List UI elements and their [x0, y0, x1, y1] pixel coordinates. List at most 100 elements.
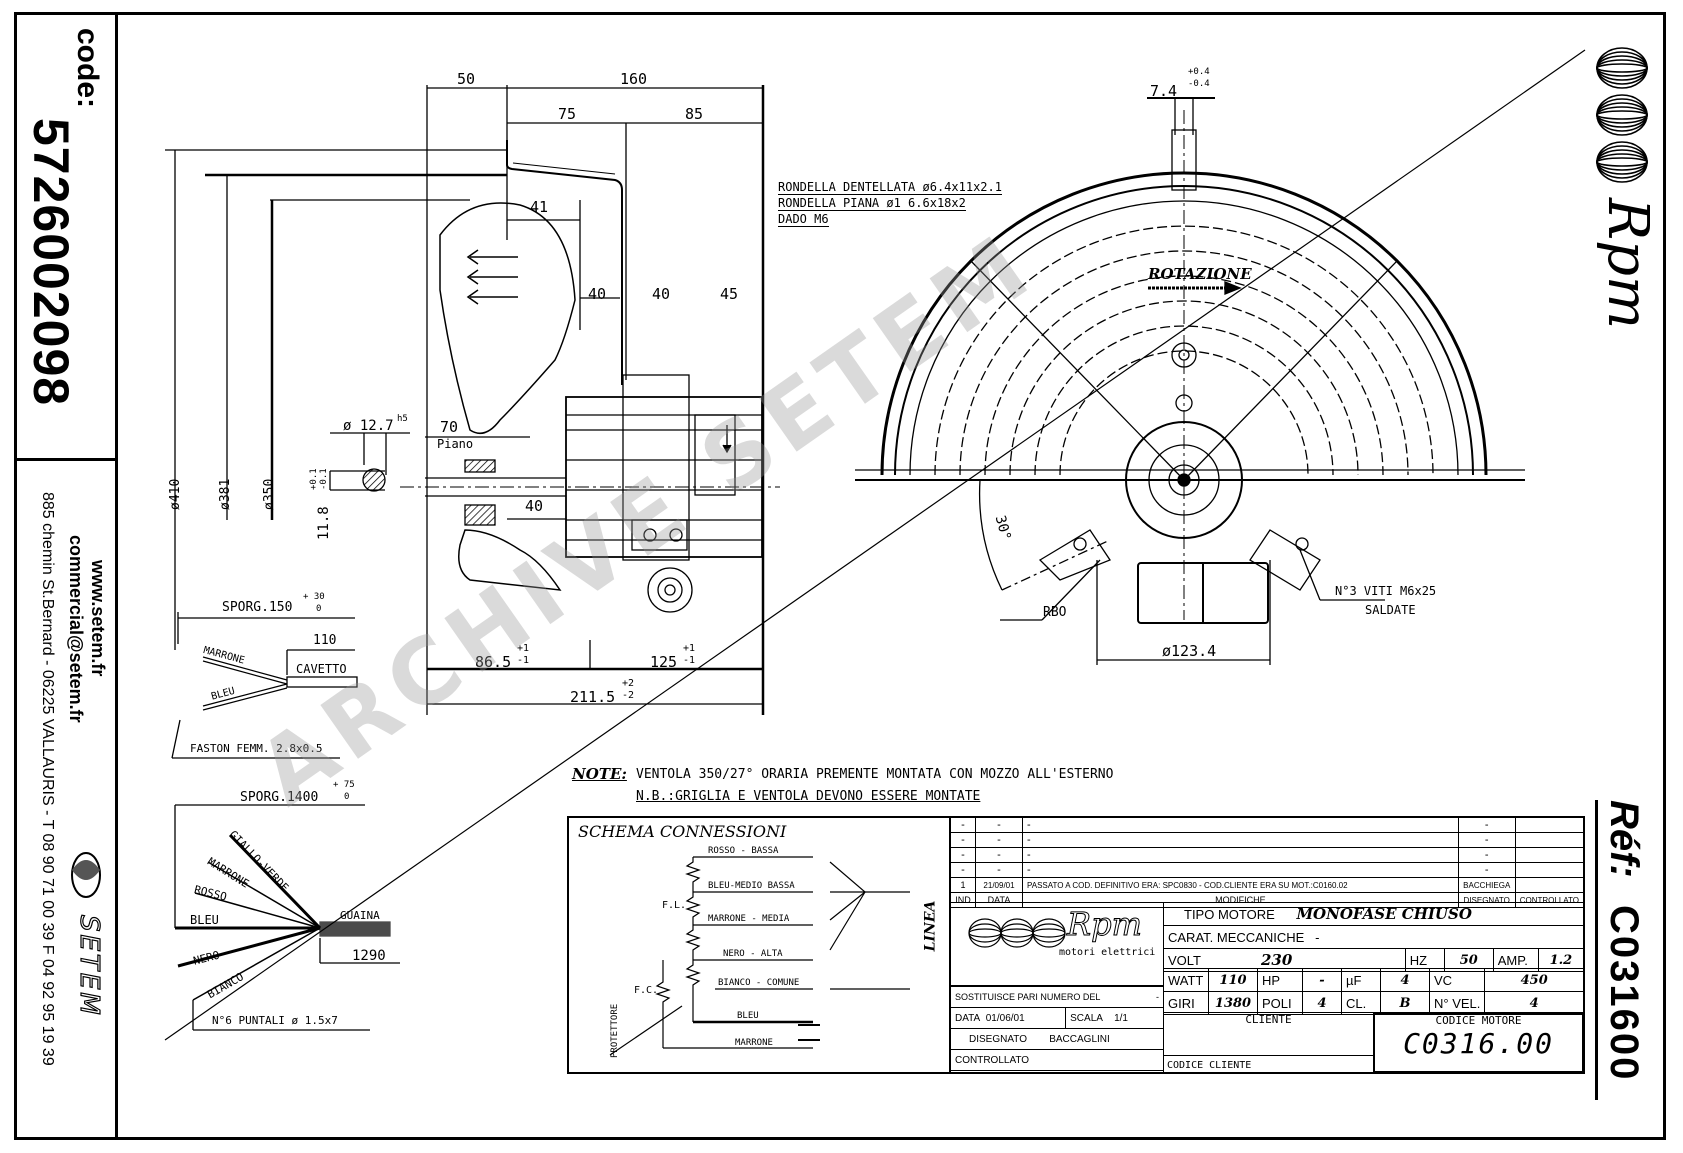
- sostituisce-value: -: [1156, 992, 1159, 1002]
- revision-row: ----: [950, 847, 1585, 863]
- dim-75: 75: [558, 105, 577, 123]
- screws-note: N°3 VITI M6x25: [1335, 584, 1437, 598]
- hardware-note-1: RONDELLA DENTELLATA ø6.4x11x2.1: [778, 180, 1002, 195]
- setem-logo-icon: [71, 852, 101, 898]
- rotation-label: ROTAZIONE: [1148, 265, 1252, 283]
- dim-86-tol-plus: +1: [517, 643, 530, 654]
- giri-value: 1380: [1208, 991, 1258, 1015]
- dim-211-5: 211.5: [570, 688, 616, 706]
- watt-value: 110: [1208, 968, 1258, 992]
- rpm-logo-icon: [1596, 47, 1648, 183]
- note-label: NOTE:: [572, 765, 627, 783]
- uf-value: 4: [1380, 968, 1430, 992]
- watermark-line: [164, 49, 1586, 1041]
- designer-name: BACCAGLINI: [1049, 1033, 1110, 1045]
- revision-row: ----: [950, 862, 1585, 878]
- tipo-motore-value: MONOFASE CHIUSO: [1296, 905, 1472, 923]
- nb-text: N.B.:GRIGLIA E VENTOLA DEVONO ESSERE MON…: [636, 789, 981, 804]
- sporg-150: SPORG.150: [222, 600, 293, 615]
- dim-211-tol-plus: +2: [622, 678, 635, 689]
- shaft-diameter: ø 12.7: [343, 418, 394, 434]
- dim-40-b: 40: [652, 285, 671, 303]
- ref-underline: [1595, 800, 1598, 1100]
- dim-41: 41: [530, 198, 549, 216]
- carat-value: -: [1315, 929, 1320, 945]
- hp-value: -: [1302, 968, 1342, 992]
- sporg-1400-tol-zero: 0: [344, 792, 350, 802]
- rpm-small-logo-icon: [968, 918, 1066, 948]
- scale-value: 1/1: [1114, 1012, 1128, 1024]
- drawing-info-table: SOSTITUISCE PARI NUMERO DEL- DATA 01/06/…: [949, 986, 1164, 1071]
- schema-fl: F.L.: [662, 900, 687, 911]
- vc-value: 450: [1484, 968, 1584, 992]
- nvel-value: 4: [1484, 991, 1584, 1015]
- schema-title: SCHEMA CONNESSIONI: [578, 822, 787, 841]
- dim-50: 50: [457, 70, 476, 88]
- cliente-cell: CLIENTE CODICE CLIENTE: [1163, 1012, 1374, 1073]
- codice-cliente-label: CODICE CLIENTE: [1167, 1060, 1252, 1071]
- sporg-150-tol-zero: 0: [316, 604, 322, 614]
- side-view: [165, 85, 780, 715]
- schema-line-bleu-medio: BLEU-MEDIO BASSA: [708, 881, 795, 891]
- cable-long-drawing: [174, 804, 400, 1031]
- sporg-1400-tol-plus: + 75: [333, 780, 355, 790]
- dim-40-a: 40: [588, 285, 607, 303]
- hardware-note-3: DADO M6: [778, 212, 829, 227]
- dim-125-tol-minus: -1: [683, 655, 696, 666]
- shaft-fit: h5: [397, 414, 408, 424]
- dim-40-c: 40: [525, 497, 544, 515]
- schema-fc: F.C.: [634, 985, 659, 996]
- tipo-motore-row: TIPO MOTORE MONOFASE CHIUSO: [1163, 902, 1584, 926]
- motor-spec-table: TIPO MOTORE MONOFASE CHIUSO CARAT. MECCA…: [1163, 902, 1585, 972]
- schema-wiring: [609, 856, 910, 1056]
- cable-length-1290: 1290: [352, 948, 386, 964]
- revision-row: ----: [950, 817, 1585, 833]
- left-info-panel: [14, 12, 118, 1140]
- flat-tol-minus: -0.1: [319, 468, 329, 490]
- schema-line-bianco: BIANCO - COMUNE: [718, 978, 800, 988]
- schema-marrone: MARRONE: [735, 1038, 773, 1048]
- flat-tol-plus: +0.1: [309, 468, 319, 490]
- wire-bleu-long: BLEU: [190, 913, 219, 927]
- dim-7-4-tol-plus: +0.4: [1188, 67, 1210, 77]
- dim-86-5: 86.5: [475, 653, 512, 671]
- dim-211-tol-minus: -2: [622, 690, 635, 701]
- screws-sub: SALDATE: [1365, 603, 1416, 617]
- code-box: [14, 12, 118, 461]
- hardware-note-2: RONDELLA PIANA ø1 6.6x18x2: [778, 196, 966, 211]
- guaina-label: GUAINA: [340, 909, 380, 922]
- schema-protettore: PROTETTORE: [610, 1003, 620, 1058]
- schema-linea: LINEA: [922, 900, 939, 952]
- puntali-label: N°6 PUNTALI ø 1.5x7: [212, 1014, 338, 1027]
- sporg-150-tol-plus: + 30: [303, 592, 325, 602]
- dim-85: 85: [685, 105, 704, 123]
- front-view: [855, 97, 1525, 665]
- cl-value: B: [1380, 991, 1430, 1015]
- drawing-date: 01/06/01: [985, 1012, 1025, 1024]
- piano-label: Piano: [437, 437, 474, 451]
- schema-bleu: BLEU: [737, 1011, 759, 1021]
- sporg-1400: SPORG.1400: [240, 790, 319, 805]
- codice-motore-cell: CODICE MOTORE C0316.00: [1373, 1012, 1584, 1073]
- amp-value: 1.2: [1537, 948, 1585, 972]
- dim-7-4: 7.4: [1150, 82, 1178, 100]
- dim-7-4-tol-minus: -0.4: [1188, 79, 1210, 89]
- dim-45: 45: [720, 285, 739, 303]
- cavetto-label: CAVETTO: [296, 662, 347, 676]
- dia-410: ø410: [168, 478, 183, 510]
- drawing-frame: [14, 12, 1666, 1140]
- note-text: VENTOLA 350/27° ORARIA PREMENTE MONTATA …: [636, 767, 1114, 782]
- schema-line-nero: NERO - ALTA: [723, 949, 783, 959]
- schema-line-marrone: MARRONE - MEDIA: [708, 914, 790, 924]
- revision-row: ----: [950, 832, 1585, 848]
- dim-125: 125: [650, 653, 678, 671]
- dim-160: 160: [620, 70, 648, 88]
- cable-short-drawing: [171, 612, 358, 759]
- flat-dim: 11.8: [316, 506, 332, 540]
- carat-row: CARAT. MECCANICHE -: [1163, 925, 1584, 949]
- cable-length-110: 110: [313, 633, 337, 648]
- faston-label: FASTON FEMM. 2.8x0.5: [190, 742, 323, 755]
